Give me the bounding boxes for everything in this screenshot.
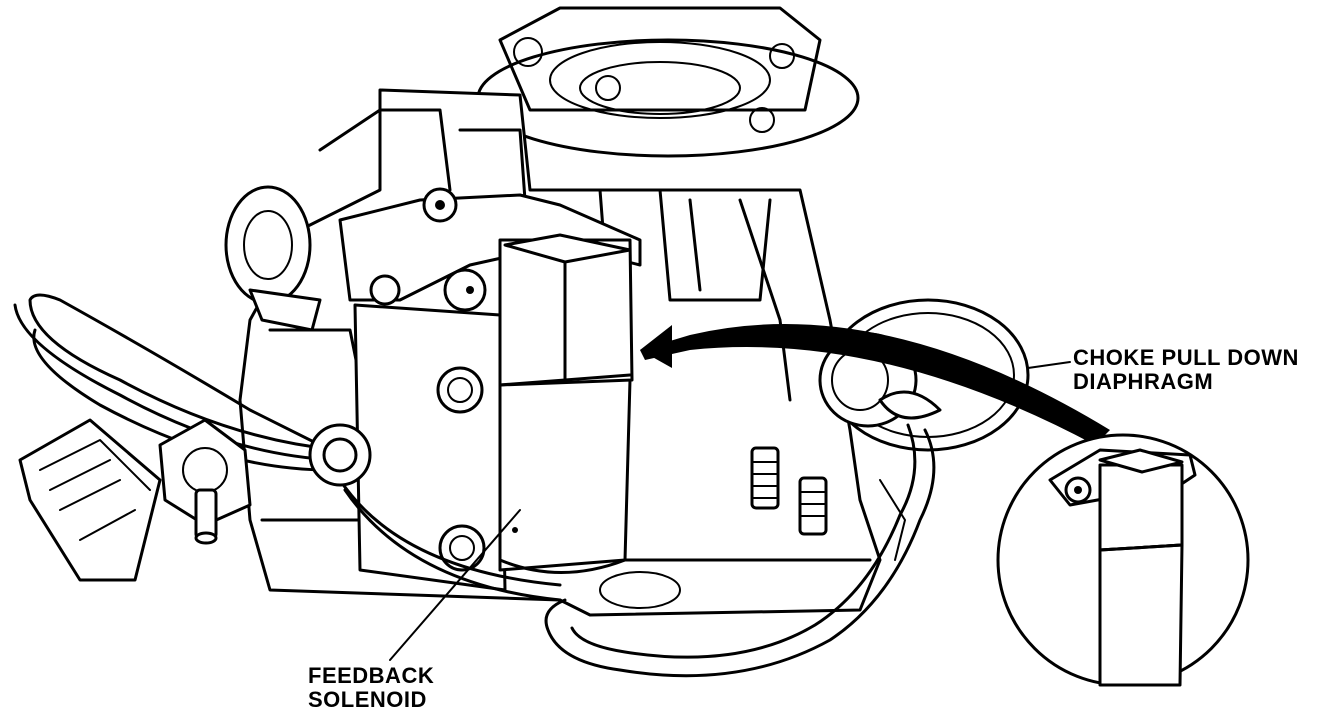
vacuum-hose [544, 423, 936, 678]
mounting-studs [750, 446, 828, 536]
air-horn-plate [476, 6, 860, 158]
side-sensor [158, 418, 252, 545]
inset-arrow [640, 324, 1110, 445]
choke-housing [224, 185, 322, 332]
choke-leader-line [1027, 361, 1071, 369]
choke-label-line2: DIAPHRAGM [1073, 369, 1214, 394]
wire-connector [18, 418, 162, 582]
wiring-harness [13, 293, 562, 602]
choke-label-line1: CHOKE PULL DOWN [1073, 345, 1299, 370]
choke-pull-down-diaphragm-label: CHOKE PULL DOWN DIAPHRAGM [1073, 346, 1299, 394]
inset-detail [996, 433, 1250, 687]
solenoid-bracket [338, 187, 642, 592]
feedback-label-line2: SOLENOID [308, 687, 427, 712]
feedback-leader-line [389, 509, 521, 661]
feedback-solenoid-label: FEEDBACK SOLENOID [308, 664, 434, 712]
feedback-solenoid [498, 233, 634, 574]
feedback-label-line1: FEEDBACK [308, 663, 435, 688]
